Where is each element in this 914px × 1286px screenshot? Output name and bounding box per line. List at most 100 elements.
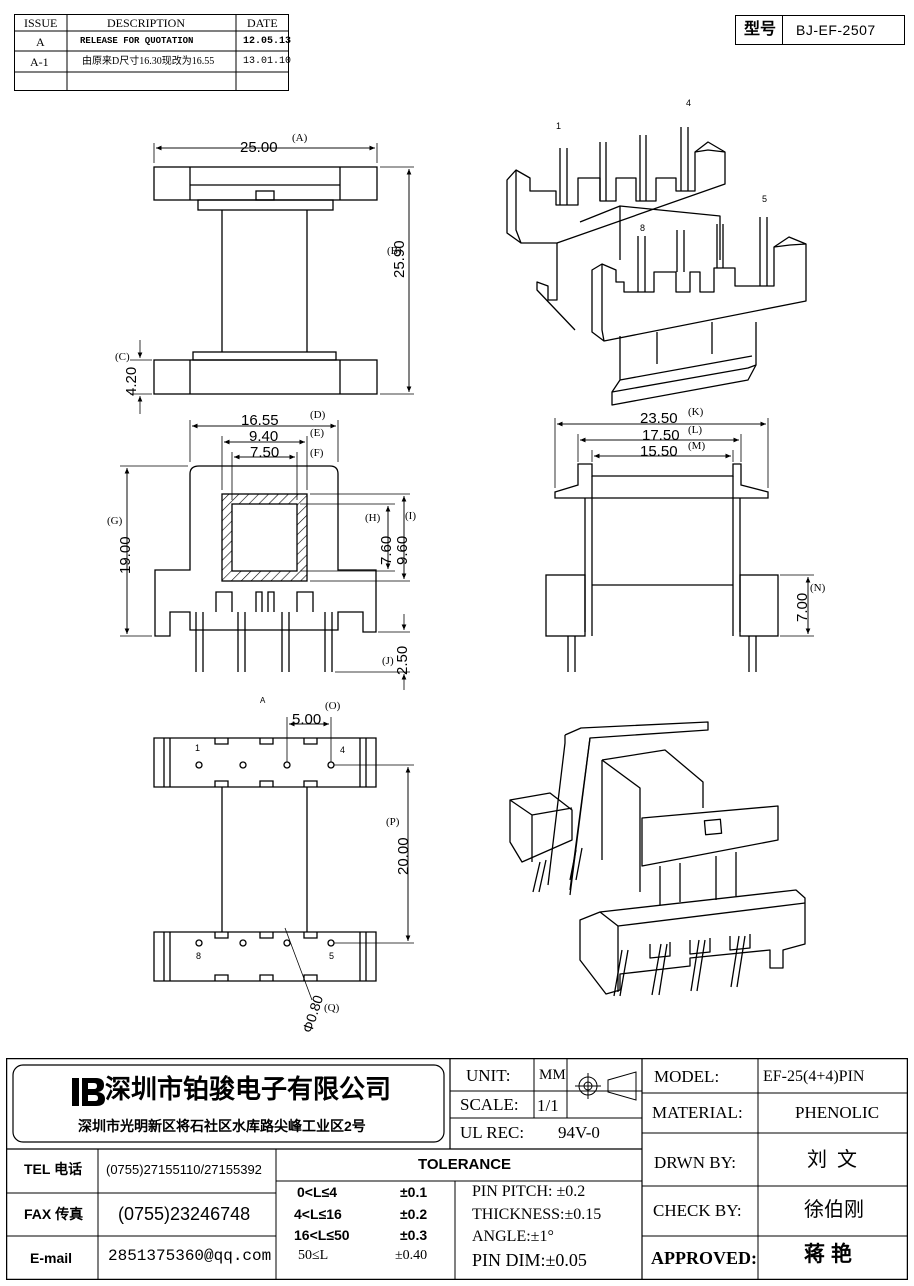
model-label: MODEL: [654, 1067, 720, 1086]
front-view-dimensions [120, 420, 410, 690]
unit-label: UNIT: [466, 1066, 511, 1085]
tolerance-range: 0<L≤4 [297, 1184, 337, 1200]
tel-value: (0755)27155110/27155392 [106, 1162, 262, 1177]
iso-pin-label-4: 4 [686, 98, 692, 108]
dim-e-tag: (E) [310, 427, 325, 439]
tolerance-range: 4<L≤16 [294, 1206, 342, 1222]
drawing-sheet [120, 127, 814, 1001]
fax-value: (0755)23246748 [118, 1204, 251, 1224]
check-by-label: CHECK BY: [653, 1201, 742, 1220]
model-box-divider [782, 16, 783, 44]
email-value: 28513753​60@qq.com [108, 1247, 272, 1265]
pin-hole [283, 761, 291, 769]
email-label: E-mail [30, 1250, 73, 1266]
ul-rec-value: 94V-0 [558, 1123, 600, 1142]
iso-pin-label-8: 8 [640, 223, 646, 233]
dim-f-tag: (F) [310, 447, 324, 459]
section-marker: A [260, 696, 266, 705]
dim-a-value: 25.00 [240, 139, 278, 156]
pin-hole [327, 761, 335, 769]
dim-m-value: 15.50 [640, 443, 678, 460]
pin-hole [239, 761, 247, 769]
company-address: 深圳市光明新区将石社区水库路尖峰工业区2号 [78, 1118, 366, 1134]
pin-hole [283, 939, 291, 947]
rev-row-date: 13.01.10 [243, 56, 292, 67]
dim-i-tag: (I) [405, 510, 416, 522]
fax-label: FAX 传真 [24, 1206, 84, 1222]
iso-pin-label-5: 5 [762, 194, 768, 204]
dim-l-tag: (L) [688, 424, 703, 436]
dim-g-value: 19.00 [117, 536, 134, 574]
tolerance-range: 16<L≤50 [294, 1227, 350, 1243]
projection-symbol-icon [575, 1071, 637, 1101]
dim-h-value: 7.60 [378, 535, 395, 565]
bottom-view [153, 737, 377, 982]
unit-value: MM [539, 1067, 566, 1083]
title-block-grid [6, 1058, 908, 1280]
pin-label-8: 8 [196, 951, 202, 961]
front-view [154, 465, 377, 672]
material-value: PHENOLIC [795, 1103, 880, 1122]
approved-label: APPROVED: [651, 1248, 757, 1268]
scale-label: SCALE: [460, 1095, 519, 1114]
dim-m-tag: (M) [688, 440, 706, 452]
tolerance-value: ±0.3 [400, 1227, 428, 1243]
top-view [153, 166, 378, 395]
model-value: EF-25(4+4)PIN [763, 1068, 865, 1085]
tolerance-title: TOLERANCE [418, 1156, 512, 1173]
dim-p-tag: (P) [386, 816, 400, 828]
pin-label-1: 1 [195, 743, 201, 753]
dim-o-tag: (O) [325, 700, 341, 712]
pin-pitch: PIN PITCH: ±0.2 [472, 1183, 586, 1200]
bottom-view-dimensions [284, 717, 414, 1001]
pin-dim: PIN DIM:±0.05 [472, 1250, 587, 1270]
pin-hole [195, 939, 203, 947]
tolerance-value: ±0.1 [400, 1184, 428, 1200]
side-view [545, 463, 779, 672]
dim-j-tag: (J) [382, 655, 394, 667]
ul-rec-label: UL REC: [460, 1123, 525, 1142]
dim-j-value: 2.50 [394, 645, 411, 675]
rev-row-issue: A [36, 35, 45, 49]
model-box-label: 型号 [744, 21, 777, 38]
rev-header-description: DESCRIPTION [107, 16, 186, 30]
pin-label-4: 4 [340, 745, 346, 755]
pin-hole [195, 761, 203, 769]
iso-pin-label-1: 1 [556, 121, 562, 131]
dim-d-tag: (D) [310, 409, 326, 421]
tolerance-value: ±0.40 [395, 1248, 428, 1263]
dim-h-tag: (H) [365, 512, 381, 524]
tolerance-value: ±0.2 [400, 1206, 428, 1222]
side-view-dimensions [554, 418, 814, 637]
isometric-top-view [506, 127, 807, 406]
dim-f-value: 7.50 [250, 444, 280, 461]
rev-row-description: RELEASE FOR QUOTATION [80, 36, 194, 46]
dim-k-tag: (K) [688, 406, 704, 418]
tel-label: TEL 电话 [24, 1161, 83, 1177]
angle: ANGLE:±1° [472, 1228, 554, 1245]
dim-b-tag: (B) [387, 245, 402, 257]
company-name: 深圳市铂骏电子有限公司 [105, 1074, 392, 1104]
model-box: 型号 BJ-EF-2507 [735, 15, 905, 45]
drawn-by-label: DRWN BY: [654, 1153, 737, 1172]
approved-value: 蒋 艳 [804, 1243, 852, 1266]
rev-header-date: DATE [247, 16, 278, 30]
thickness: THICKNESS:±0.15 [472, 1206, 602, 1223]
material-label: MATERIAL: [652, 1103, 743, 1122]
top-view-dimensions [130, 143, 414, 414]
model-box-value: BJ-EF-2507 [796, 22, 876, 38]
rev-row-issue: A-1 [30, 55, 49, 69]
dim-d-value: 16.55 [241, 412, 279, 429]
dim-q-tag: (Q) [324, 1002, 340, 1014]
dim-c-tag: (C) [115, 351, 130, 363]
dim-i-value: 9.60 [394, 535, 411, 565]
revision-table: ISSUE DESCRIPTION DATE A RELEASE FOR QUO… [14, 14, 292, 91]
dim-a-tag: (A) [292, 132, 308, 144]
dim-c-value: 4.20 [123, 366, 140, 396]
tolerance-range: 50≤L [298, 1248, 329, 1263]
dim-g-tag: (G) [107, 515, 123, 527]
dim-n-tag: (N) [810, 582, 826, 594]
dim-p-value: 20.00 [395, 837, 412, 875]
title-block: 深圳市铂骏电子有限公司 深圳市光明新区将石社区水库路尖峰工业区2号 UNIT: … [6, 1058, 908, 1280]
revision-table-grid [14, 14, 289, 91]
